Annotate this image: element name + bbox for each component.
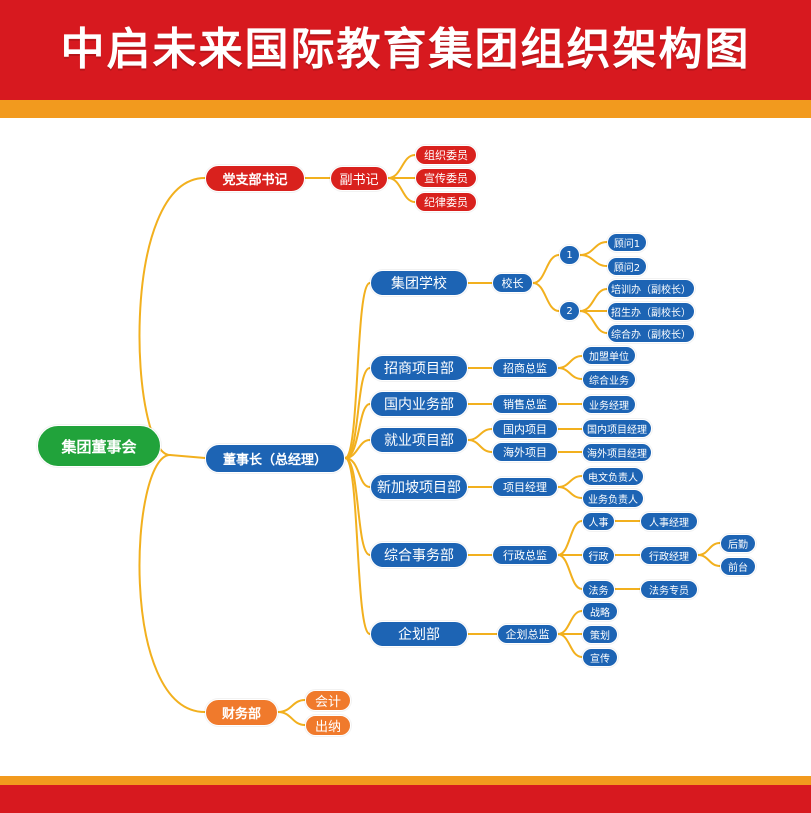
node-singapore-item: 业务负责人	[582, 489, 644, 508]
node-board-of-directors: 集团董事会	[37, 425, 161, 467]
node-party-member: 纪律委员	[415, 192, 477, 212]
node-employment-dept: 就业项目部	[370, 427, 468, 453]
node-planning-item: 战略	[582, 602, 618, 621]
node-accountant: 会计	[305, 690, 351, 711]
node-advisor: 顾问1	[607, 233, 647, 252]
node-hr-manager: 人事经理	[640, 512, 698, 531]
node-overseas-project-manager: 海外项目经理	[582, 443, 652, 462]
node-admin-director: 行政总监	[492, 545, 558, 565]
node-overseas-project: 海外项目	[492, 442, 558, 462]
node-party-member: 组织委员	[415, 145, 477, 165]
node-group-2: 2	[559, 301, 580, 321]
node-administration: 行政	[582, 546, 615, 565]
node-planning-dept: 企划部	[370, 621, 468, 647]
node-logistics: 后勤	[720, 534, 756, 553]
node-sales-director: 销售总监	[492, 394, 558, 414]
node-chairman: 董事长（总经理）	[205, 444, 345, 473]
node-investment-item: 加盟单位	[582, 346, 636, 365]
node-front-desk: 前台	[720, 557, 756, 576]
node-vice-principal-office: 培训办（副校长）	[607, 279, 695, 298]
node-party-member: 宣传委员	[415, 168, 477, 188]
node-vice-principal-office: 招生办（副校长）	[607, 302, 695, 321]
node-business-manager: 业务经理	[582, 395, 636, 414]
node-domestic-dept: 国内业务部	[370, 391, 468, 417]
node-general-affairs-dept: 综合事务部	[370, 542, 468, 568]
node-vice-principal-office: 综合办（副校长）	[607, 324, 695, 343]
node-group-1: 1	[559, 245, 580, 265]
node-party-secretary: 党支部书记	[205, 165, 305, 192]
node-hr: 人事	[582, 512, 615, 531]
page-title: 中启未来国际教育集团组织架构图	[60, 24, 751, 75]
node-finance-dept: 财务部	[205, 699, 278, 726]
node-group-school: 集团学校	[370, 270, 468, 296]
node-planning-item: 宣传	[582, 648, 618, 667]
node-project-manager: 项目经理	[492, 477, 558, 497]
header-banner	[0, 0, 811, 100]
node-admin-manager: 行政经理	[640, 546, 698, 565]
node-domestic-project-manager: 国内项目经理	[582, 419, 652, 438]
node-planning-item: 策划	[582, 625, 618, 644]
node-legal: 法务	[582, 580, 615, 599]
footer-banner	[0, 785, 811, 813]
footer-stripe	[0, 776, 811, 785]
node-investment-dept: 招商项目部	[370, 355, 468, 381]
node-domestic-project: 国内项目	[492, 419, 558, 439]
node-singapore-item: 电文负责人	[582, 467, 644, 486]
node-legal-specialist: 法务专员	[640, 580, 698, 599]
header-stripe	[0, 100, 811, 118]
node-singapore-dept: 新加坡项目部	[370, 474, 468, 500]
node-planning-director: 企划总监	[497, 624, 558, 644]
node-investment-director: 招商总监	[492, 358, 558, 378]
node-advisor: 顾问2	[607, 257, 647, 276]
node-cashier: 出纳	[305, 715, 351, 736]
node-deputy-secretary: 副书记	[330, 166, 388, 191]
node-investment-item: 综合业务	[582, 370, 636, 389]
node-principal: 校长	[492, 273, 533, 293]
